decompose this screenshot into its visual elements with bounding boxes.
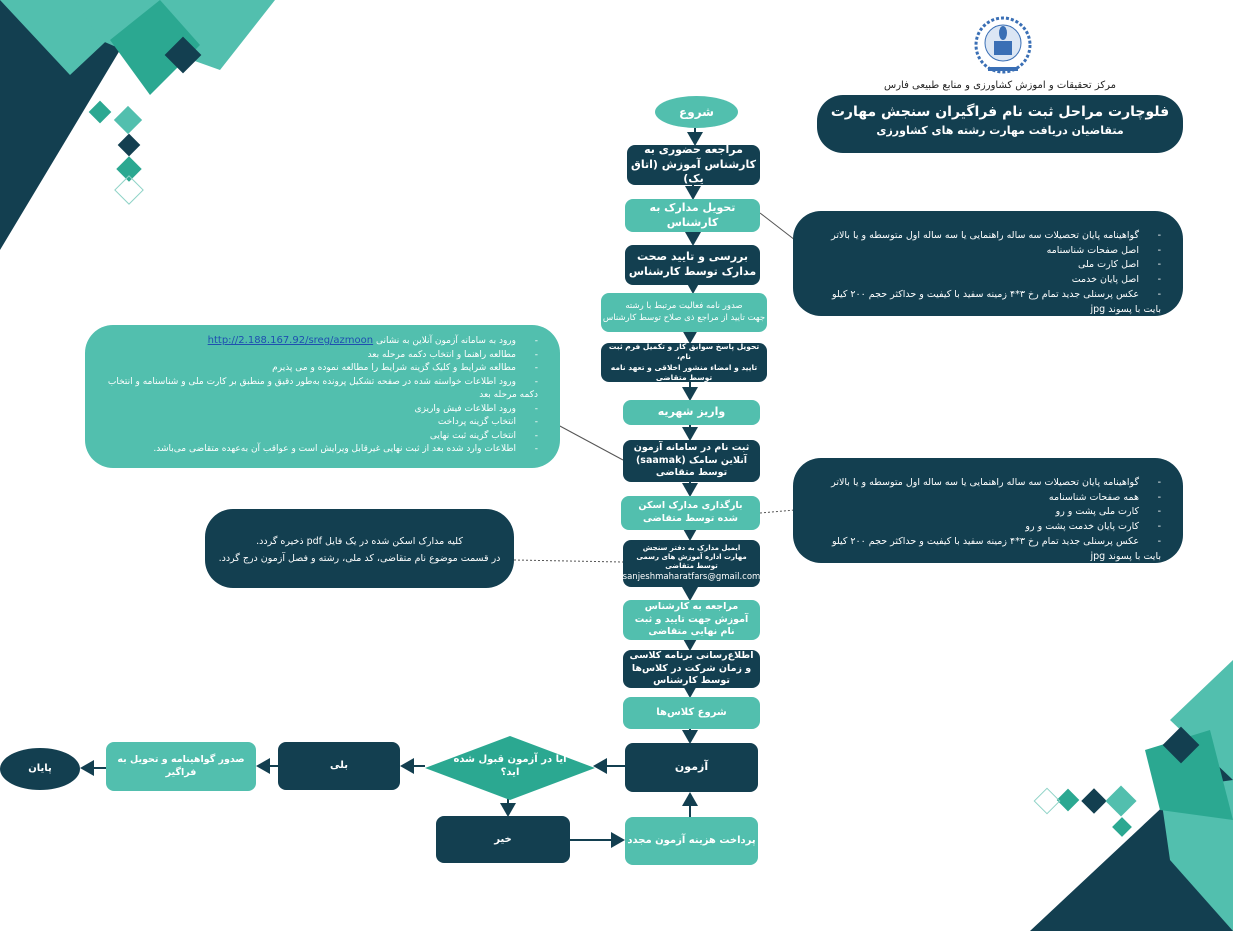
step-issue-letter-line1: صدور نامه فعالیت مرتبط با رشته: [625, 301, 743, 312]
step-registration-form: تحویل پاسخ سوابق کار و تکمیل فرم ثبت نام…: [601, 342, 767, 382]
decision-yes: بلی: [278, 742, 400, 790]
azmoon-link[interactable]: http://2.188.167.92/sreg/azmoon: [207, 335, 374, 346]
step-verify-documents: بررسی و تایید صحت مدارک توسط کارشناس: [625, 245, 760, 285]
doc-item: اصل صفحات شناسنامه: [815, 244, 1161, 259]
online-step-text: ورود به سامانه آزمون آنلاین به نشانی: [376, 336, 516, 346]
email-address[interactable]: sanjeshmaharatfars@gmail.com: [622, 571, 761, 582]
end-node: پایان: [0, 748, 80, 790]
step-upload-documents: بارگذاری مدارک اسکن شده توسط متقاضی: [621, 496, 760, 530]
step-exam: آزمون: [625, 743, 758, 792]
online-step: انتخاب گزینه پرداخت: [107, 416, 538, 430]
online-step: ورود اطلاعات خواسته شده در صفحه تشکیل پر…: [107, 376, 538, 403]
online-step: ورود به سامانه آزمون آنلاین به نشانی htt…: [107, 333, 538, 349]
online-step: ورود اطلاعات فیش واریزی: [107, 403, 538, 417]
start-node: شروع: [655, 96, 738, 128]
organization-logo: [974, 16, 1032, 74]
step-issue-certificate: صدور گواهینامه و تحویل به فراگیر: [106, 742, 256, 791]
pdf-note: کلیه مدارک اسکن شده در یک فایل pdf ذخیره…: [256, 536, 463, 547]
step-pay-tuition: واریز شهریه: [623, 400, 760, 425]
online-registration-steps: ورود به سامانه آزمون آنلاین به نشانی htt…: [85, 325, 560, 468]
step-visit-expert: مراجعه حضوری به کارشناس آموزش (اتاق یک): [627, 143, 760, 185]
step-online-registration: ثبت نام در سامانه آزمون آنلاین سامک (saa…: [623, 440, 760, 482]
pdf-instructions: کلیه مدارک اسکن شده در یک فایل pdf ذخیره…: [205, 509, 514, 588]
header-banner: فلوچارت مراحل ثبت نام فراگیران سنجش مهار…: [817, 95, 1183, 153]
step-deliver-documents: تحویل مدارک به کارشناس: [625, 199, 760, 232]
step-registration-form-line1: تحویل پاسخ سوابق کار و تکمیل فرم ثبت نام…: [608, 342, 760, 362]
doc-item: گواهینامه پایان تحصیلات سه ساله راهنمایی…: [815, 229, 1161, 244]
step-email-documents-text: ایمیل مدارک به دفتر سنجش مهارت اداره آمو…: [636, 543, 747, 571]
online-step: مطالعه شرایط و کلیک گزینه شرایط را مطالع…: [107, 362, 538, 376]
organization-name: مرکز تحقیقات و اموزش کشاورزی و منابع طبی…: [884, 80, 1116, 91]
doc-item: همه صفحات شناسنامه: [815, 491, 1161, 506]
online-step: مطالعه راهنما و انتخاب دکمه مرحله بعد: [107, 349, 538, 363]
online-step: انتخاب گزینه ثبت نهایی: [107, 430, 538, 444]
online-step: اطلاعات وارد شده بعد از ثبت نهایی غیرقاب…: [107, 443, 538, 457]
step-registration-form-line2: تایید و امضاء منشور اخلاقی و تعهد نامه ت…: [610, 362, 758, 382]
corner-decoration-top-left: [0, 0, 275, 250]
step-start-classes: شروع کلاس‌ها: [623, 697, 760, 729]
step-repay-exam-fee: پرداخت هزینه آزمون مجدد: [625, 817, 758, 865]
doc-item: عکس پرسنلی جدید تمام رخ ۳*۴ زمینه سفید ب…: [815, 288, 1161, 317]
doc-item: اصل پایان خدمت: [815, 273, 1161, 288]
step-class-schedule: اطلاع‌رسانی برنامه کلاسی و زمان شرکت در …: [623, 650, 760, 688]
step-email-documents: ایمیل مدارک به دفتر سنجش مهارت اداره آمو…: [623, 540, 760, 587]
step-final-registration: مراجعه به کارشناس آموزش جهت تایید و ثبت …: [623, 600, 760, 640]
doc-item: کارت پایان خدمت پشت و رو: [815, 520, 1161, 535]
decision-passed-exam: آیا در آزمون قبول شده اید؟: [453, 753, 567, 779]
doc-item: عکس پرسنلی جدید تمام رخ ۳*۴ زمینه سفید ب…: [815, 535, 1161, 564]
decision-no: خیر: [436, 816, 570, 863]
page-title: فلوچارت مراحل ثبت نام فراگیران سنجش مهار…: [830, 104, 1170, 120]
required-documents-original: گواهینامه پایان تحصیلات سه ساله راهنمایی…: [793, 211, 1183, 316]
step-issue-letter-line2: جهت تایید از مراجع ذی صلاح توسط کارشناس: [602, 312, 766, 323]
doc-item: اصل کارت ملی: [815, 258, 1161, 273]
decision-diamond: [425, 736, 595, 800]
pdf-note: در قسمت موضوع نام متقاضی، کد ملی، رشته و…: [218, 553, 501, 565]
doc-item: گواهینامه پایان تحصیلات سه ساله راهنمایی…: [815, 476, 1161, 491]
corner-decoration-bottom-right: [1030, 660, 1233, 931]
doc-item: کارت ملی پشت و رو: [815, 505, 1161, 520]
required-documents-scanned: گواهینامه پایان تحصیلات سه ساله راهنمایی…: [793, 458, 1183, 563]
page-subtitle: متقاضیان دریافت مهارت رشته های کشاورزی: [876, 124, 1124, 137]
